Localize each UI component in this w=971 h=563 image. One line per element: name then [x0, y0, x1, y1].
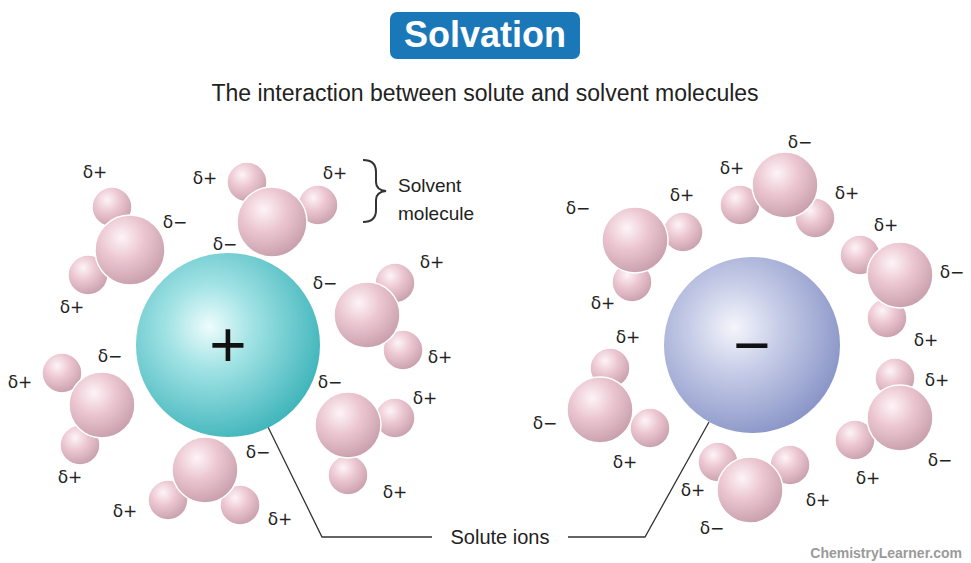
partial-charge: δ−	[788, 132, 813, 152]
oxygen-atom	[334, 282, 400, 348]
partial-charge: δ+	[914, 330, 939, 350]
partial-charge: δ−	[246, 442, 271, 462]
oxygen-atom	[315, 392, 381, 458]
charge-sign: +	[136, 253, 320, 437]
oxygen-atom	[567, 377, 633, 443]
partial-charge: δ+	[268, 509, 293, 529]
water-molecule	[698, 442, 810, 523]
partial-charge: δ+	[413, 388, 438, 408]
charge-sign: −	[664, 257, 840, 433]
partial-charge: δ+	[681, 480, 706, 500]
partial-charge: δ−	[313, 273, 338, 293]
oxygen-atom	[867, 385, 933, 451]
solute-label: Solute ions	[448, 526, 553, 549]
leader-line	[568, 422, 709, 537]
water-molecule	[148, 437, 260, 525]
oxygen-atom	[237, 187, 307, 257]
partial-charge: δ−	[98, 346, 123, 366]
partial-charge: δ+	[806, 490, 831, 510]
partial-charge: δ+	[616, 327, 641, 347]
oxygen-atom	[69, 372, 135, 438]
partial-charge: δ+	[613, 452, 638, 472]
oxygen-atom	[95, 215, 165, 285]
partial-charge: δ−	[566, 198, 591, 218]
partial-charge: δ+	[60, 297, 85, 317]
partial-charge: δ+	[856, 468, 881, 488]
oxygen-atom	[717, 457, 783, 523]
partial-charge: δ−	[163, 212, 188, 232]
partial-charge: δ−	[940, 262, 965, 282]
partial-charge: δ+	[591, 293, 616, 313]
water-molecule	[835, 358, 933, 460]
partial-charge: δ+	[58, 467, 83, 487]
subtitle: The interaction between solute and solve…	[211, 80, 758, 107]
oxygen-atom	[172, 437, 238, 503]
partial-charge: δ+	[925, 370, 950, 390]
water-molecule	[840, 235, 933, 338]
water-molecule	[42, 353, 135, 465]
partial-charge: δ+	[670, 185, 695, 205]
partial-charge: δ+	[83, 162, 108, 182]
partial-charge: δ+	[835, 183, 860, 203]
partial-charge: δ−	[700, 518, 725, 538]
water-molecule	[720, 152, 835, 238]
water-molecule	[227, 162, 338, 257]
water-molecule	[68, 187, 165, 295]
partial-charge: δ+	[383, 482, 408, 502]
hydrogen-atom	[328, 455, 368, 495]
partial-charge: δ+	[420, 252, 445, 272]
partial-charge: δ+	[720, 158, 745, 178]
bracket	[363, 160, 386, 222]
water-molecule	[315, 392, 415, 495]
partial-charge: δ−	[213, 234, 238, 254]
leader-line	[268, 427, 432, 537]
watermark: ChemistryLearner.com	[810, 545, 962, 561]
partial-charge: δ−	[533, 413, 558, 433]
partial-charge: δ−	[318, 372, 343, 392]
partial-charge: δ+	[113, 501, 138, 521]
oxygen-atom	[602, 207, 668, 273]
water-molecule	[567, 348, 670, 448]
partial-charge: δ+	[874, 215, 899, 235]
partial-charge: δ+	[193, 168, 218, 188]
solvent-label: Solvent molecule	[398, 172, 498, 227]
partial-charge: δ−	[928, 450, 953, 470]
water-molecules	[42, 152, 933, 525]
hydrogen-atom	[630, 408, 670, 448]
water-molecule	[334, 263, 423, 370]
oxygen-atom	[752, 152, 818, 218]
hydrogen-atom	[663, 212, 703, 252]
cation-circle: +	[136, 253, 320, 437]
title: Solvation	[390, 12, 580, 59]
partial-charge: δ+	[428, 347, 453, 367]
anion-circle: −	[664, 257, 840, 433]
partial-charge: δ+	[323, 163, 348, 183]
partial-charge: δ+	[8, 372, 33, 392]
oxygen-atom	[867, 242, 933, 308]
